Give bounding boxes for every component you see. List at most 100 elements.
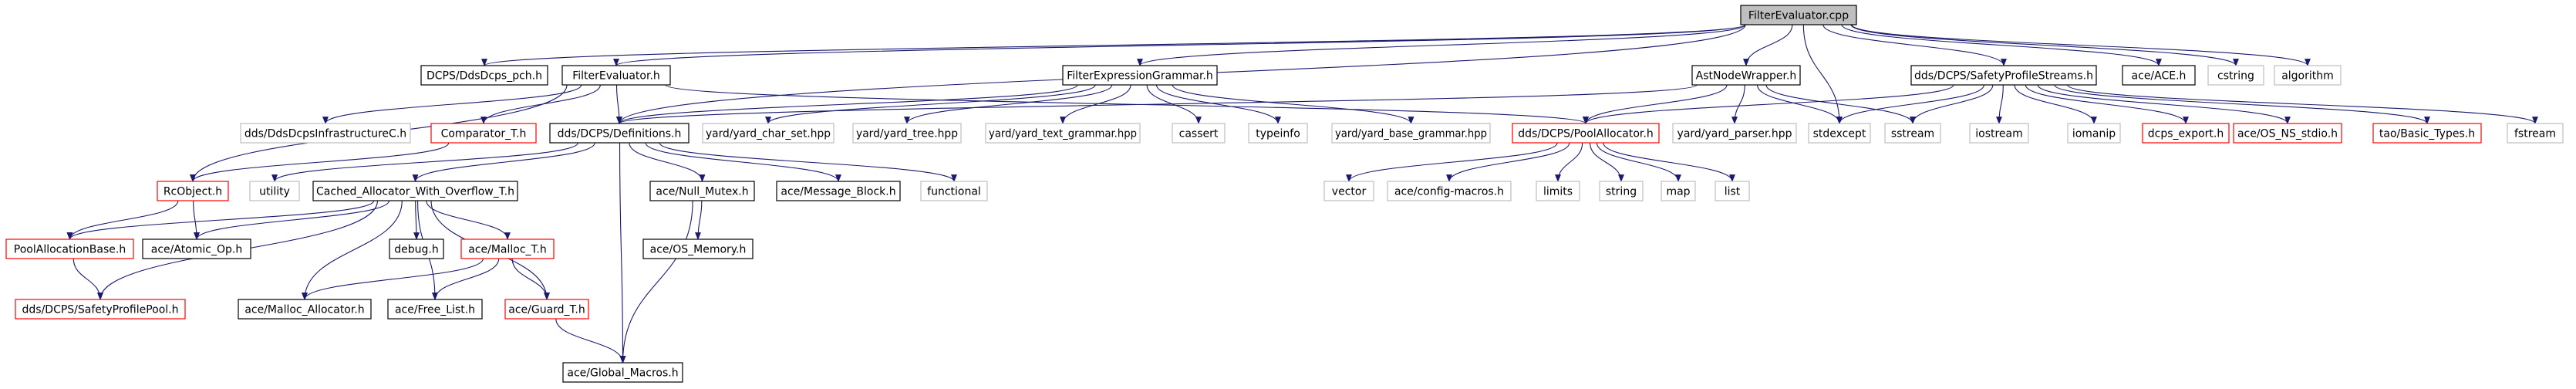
edge-filterevaluator-cpp-to-cstring bbox=[1850, 24, 2239, 66]
edge-astnodewrapper-h-to-dds-dcps-definitions-h bbox=[616, 84, 1698, 124]
edge-astnodewrapper-h-to-stdexcept bbox=[1756, 84, 1843, 124]
node-list[interactable]: list bbox=[1715, 181, 1750, 201]
node-algorithm[interactable]: algorithm bbox=[2274, 65, 2342, 86]
edge-ace-guard-t-h-to-ace-global-macros-h bbox=[555, 318, 626, 364]
node-fstream[interactable]: fstream bbox=[2507, 123, 2564, 144]
node-box bbox=[420, 65, 548, 86]
edge-ace-malloc-t-h-to-ace-guard-t-h bbox=[511, 258, 550, 300]
edge-ace-null-mutex-h-to-ace-os-memory-h bbox=[695, 200, 703, 240]
edge-dds-dcps-definitions-h-to-ace-null-mutex-h bbox=[629, 142, 706, 182]
node-label: vector bbox=[1332, 186, 1367, 198]
node-label: FilterEvaluator.cpp bbox=[1748, 10, 1849, 22]
node-ace-free-list-h[interactable]: ace/Free_List.h bbox=[387, 299, 483, 320]
node-label: fstream bbox=[2514, 128, 2556, 140]
node-comparator-t-h[interactable]: Comparator_T.h bbox=[430, 123, 537, 144]
edge-dds-dcps-poolallocator-h-to-ace-config-macros-h bbox=[1446, 142, 1570, 182]
edge-filterexpressiongrammar-h-to-yard-yard-text-grammar-hpp bbox=[1060, 84, 1131, 124]
node-yard-yard-tree-hpp[interactable]: yard/yard_tree.hpp bbox=[852, 123, 962, 144]
node-ace-config-macros-h[interactable]: ace/config-macros.h bbox=[1387, 181, 1512, 201]
node-debug-h[interactable]: debug.h bbox=[389, 238, 444, 259]
edge-filterevaluator-cpp-to-stdexcept bbox=[1802, 24, 1843, 124]
edge-dds-dcps-safetyprofilestreams-h-to-tao-basic-types-h bbox=[2054, 84, 2430, 124]
node-box bbox=[920, 181, 988, 201]
edge-dds-dcps-safetyprofilestreams-h-to-dcps-export-h bbox=[2025, 84, 2189, 124]
edge-filterevaluator-h-to-dds-dcps-definitions-h bbox=[615, 84, 622, 124]
node-box bbox=[504, 299, 589, 320]
node-box bbox=[389, 238, 444, 259]
node-dcps-export-h[interactable]: dcps_export.h bbox=[2142, 123, 2230, 144]
node-cached-allocator-with-overflow-t-h[interactable]: Cached_Allocator_With_Overflow_T.h bbox=[312, 181, 518, 201]
edge-filterevaluator-h-to-dds-ddsdcpsinfrastructurec-h bbox=[322, 84, 582, 124]
node-ace-global-macros-h[interactable]: ace/Global_Macros.h bbox=[562, 362, 683, 383]
node-ace-malloc-allocator-h[interactable]: ace/Malloc_Allocator.h bbox=[238, 299, 372, 320]
node-box bbox=[776, 181, 901, 201]
node-ace-guard-t-h[interactable]: ace/Guard_T.h bbox=[504, 299, 589, 320]
node-ace-malloc-t-h[interactable]: ace/Malloc_T.h bbox=[460, 238, 555, 259]
node-cassert[interactable]: cassert bbox=[1172, 123, 1226, 144]
node-label: stdexcept bbox=[1813, 128, 1866, 140]
node-ace-os-ns-stdio-h[interactable]: ace/OS_NS_stdio.h bbox=[2233, 123, 2342, 144]
node-ace-ace-h[interactable]: ace/ACE.h bbox=[2122, 65, 2196, 86]
node-tao-basic-types-h[interactable]: tao/Basic_Types.h bbox=[2372, 123, 2482, 144]
node-vector[interactable]: vector bbox=[1323, 181, 1374, 201]
node-label: FilterExpressionGrammar.h bbox=[1067, 70, 1213, 83]
edge-astnodewrapper-h-to-dds-dcps-poolallocator-h bbox=[1583, 84, 1728, 124]
edge-filterexpressiongrammar-h-to-typeinfo bbox=[1155, 84, 1281, 124]
node-yard-yard-text-grammar-hpp[interactable]: yard/yard_text_grammar.hpp bbox=[985, 123, 1141, 144]
node-iostream[interactable]: iostream bbox=[1969, 123, 2029, 144]
node-box bbox=[5, 238, 134, 259]
edge-cached-allocator-with-overflow-t-h-to-ace-atomic-op-h bbox=[194, 200, 390, 240]
node-stdexcept[interactable]: stdexcept bbox=[1808, 123, 1871, 144]
node-label: ace/ACE.h bbox=[2132, 70, 2187, 83]
node-box bbox=[15, 299, 186, 320]
edge-filterexpressiongrammar-h-to-yard-yard-char-set-hpp bbox=[765, 84, 1096, 124]
node-label: yard/yard_base_grammar.hpp bbox=[1335, 128, 1487, 140]
node-box bbox=[2207, 65, 2264, 86]
edge-rcobject-h-to-ace-atomic-op-h bbox=[193, 200, 200, 240]
node-box bbox=[240, 123, 411, 144]
node-typeinfo[interactable]: typeinfo bbox=[1248, 123, 1308, 144]
node-utility[interactable]: utility bbox=[249, 181, 300, 201]
node-label: sstream bbox=[1891, 128, 1934, 140]
node-dds-dcps-definitions-h[interactable]: dds/DCPS/Definitions.h bbox=[549, 123, 690, 144]
node-limits[interactable]: limits bbox=[1536, 181, 1580, 201]
node-rcobject-h[interactable]: RcObject.h bbox=[157, 181, 229, 201]
edge-cached-allocator-with-overflow-t-h-to-ace-malloc-t-h bbox=[426, 200, 511, 240]
edge-filterexpressiongrammar-h-to-yard-yard-base-grammar-hpp bbox=[1172, 84, 1414, 124]
node-ace-atomic-op-h[interactable]: ace/Atomic_Op.h bbox=[142, 238, 251, 259]
node-astnodewrapper-h[interactable]: AstNodeWrapper.h bbox=[1691, 65, 1801, 86]
node-ace-message-block-h[interactable]: ace/Message_Block.h bbox=[776, 181, 901, 201]
node-label: cassert bbox=[1179, 128, 1219, 140]
node-functional[interactable]: functional bbox=[920, 181, 988, 201]
node-yard-yard-base-grammar-hpp[interactable]: yard/yard_base_grammar.hpp bbox=[1331, 123, 1491, 144]
node-dds-ddsdcpsinfrastructurec-h[interactable]: dds/DdsDcpsInfrastructureC.h bbox=[240, 123, 411, 144]
node-yard-yard-parser-hpp[interactable]: yard/yard_parser.hpp bbox=[1672, 123, 1797, 144]
node-poolallocationbase-h[interactable]: PoolAllocationBase.h bbox=[5, 238, 134, 259]
node-map[interactable]: map bbox=[1661, 181, 1696, 201]
node-ace-os-memory-h[interactable]: ace/OS_Memory.h bbox=[642, 238, 754, 259]
node-label: ace/Atomic_Op.h bbox=[151, 244, 242, 256]
node-label: ace/config-macros.h bbox=[1394, 186, 1504, 198]
node-iomanip[interactable]: iomanip bbox=[2067, 123, 2121, 144]
node-label: ace/Malloc_T.h bbox=[468, 244, 547, 256]
node-filterexpressiongrammar-h[interactable]: FilterExpressionGrammar.h bbox=[1062, 65, 1218, 86]
node-box bbox=[1331, 123, 1491, 144]
node-cstring[interactable]: cstring bbox=[2207, 65, 2264, 86]
node-yard-yard-char-set-hpp[interactable]: yard/yard_char_set.hpp bbox=[702, 123, 835, 144]
edge-dds-dcps-definitions-h-to-functional bbox=[659, 142, 957, 182]
node-string[interactable]: string bbox=[1599, 181, 1644, 201]
node-dds-dcps-safetyprofilestreams-h[interactable]: dds/DCPS/SafetyProfileStreams.h bbox=[1910, 65, 2097, 86]
node-dds-dcps-safetyprofilepool-h[interactable]: dds/DCPS/SafetyProfilePool.h bbox=[15, 299, 186, 320]
node-ace-null-mutex-h[interactable]: ace/Null_Mutex.h bbox=[649, 181, 755, 201]
edge-filterevaluator-cpp-to-ace-ace-h bbox=[1841, 24, 2162, 66]
node-box bbox=[852, 123, 962, 144]
node-sstream[interactable]: sstream bbox=[1884, 123, 1941, 144]
node-label: PoolAllocationBase.h bbox=[14, 244, 126, 256]
node-dcps-ddsdcps-pch-h[interactable]: DCPS/DdsDcps_pch.h bbox=[420, 65, 548, 86]
node-filterevaluator-cpp[interactable]: FilterEvaluator.cpp bbox=[1740, 5, 1857, 25]
node-dds-dcps-poolallocator-h[interactable]: dds/DCPS/PoolAllocator.h bbox=[1512, 123, 1660, 144]
node-label: ace/OS_Memory.h bbox=[650, 244, 747, 256]
node-label: ace/Null_Mutex.h bbox=[656, 186, 748, 198]
node-filterevaluator-h[interactable]: FilterEvaluator.h bbox=[561, 65, 671, 86]
